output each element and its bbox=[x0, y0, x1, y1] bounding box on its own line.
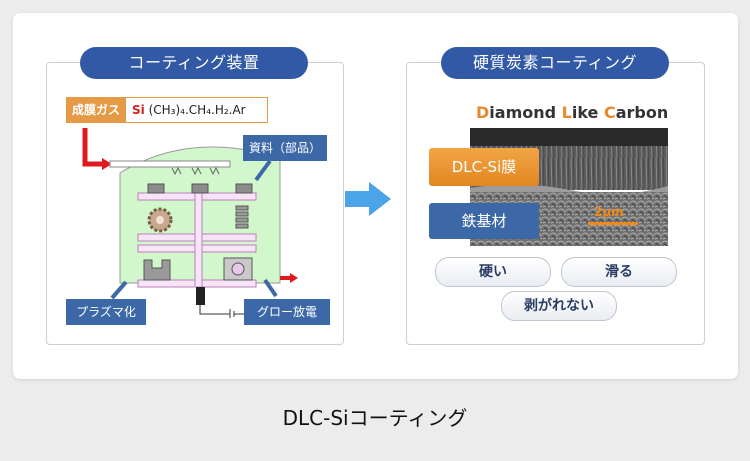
gas-shower-bar bbox=[109, 160, 231, 168]
parts-bottom-shelf bbox=[143, 257, 253, 281]
glow-discharge-callout: グロー放電 bbox=[244, 299, 330, 325]
bolt-part-icon bbox=[235, 205, 249, 229]
exhaust-arrow-icon bbox=[280, 273, 298, 283]
gas-formula-si: Si bbox=[132, 103, 145, 117]
dlc-initial-d: D bbox=[476, 103, 490, 122]
property-slippery: 滑る bbox=[561, 257, 677, 287]
plasma-callout: プラズマ化 bbox=[66, 299, 146, 325]
callout-pointers bbox=[110, 159, 278, 300]
coating-apparatus-title: コーティング装置 bbox=[80, 47, 308, 79]
property-hard: 硬い bbox=[435, 257, 551, 287]
scale-bar-label: 2μm bbox=[594, 205, 624, 219]
deposition-gas-label: 成膜ガス bbox=[66, 97, 126, 123]
gas-formula: Si (CH₃)₄.CH₄.H₂.Ar bbox=[125, 97, 268, 123]
gas-formula-rest: (CH₃)₄.CH₄.H₂.Ar bbox=[148, 103, 246, 117]
dlc-word-arbon: arbon bbox=[615, 103, 669, 122]
dlc-initial-c: C bbox=[603, 103, 616, 122]
dlc-initial-l: L bbox=[561, 103, 572, 122]
coating-chamber-diagram bbox=[82, 128, 298, 318]
gas-inlet-arrow-icon bbox=[82, 128, 112, 170]
gear-part-icon bbox=[147, 207, 173, 233]
flow-arrow-icon bbox=[345, 182, 391, 216]
material-parts-callout: 資料（部品） bbox=[243, 135, 327, 161]
plasma-sparks bbox=[171, 166, 220, 176]
parts-top-shelf bbox=[147, 183, 253, 194]
dlc-word-iamond: iamond bbox=[489, 103, 562, 122]
dlc-word-ike: ike bbox=[571, 103, 604, 122]
property-no-peeling: 剥がれない bbox=[501, 291, 617, 321]
hard-carbon-coating-title: 硬質炭素コーティング bbox=[441, 47, 669, 79]
dlc-si-film-label: DLC-Si膜 bbox=[429, 148, 539, 186]
diamond-like-carbon-title: Diamond Like Carbon bbox=[476, 103, 668, 122]
scale-bar bbox=[588, 222, 638, 225]
figure-caption: DLC-Siコーティング bbox=[282, 406, 468, 430]
iron-substrate-label: 鉄基材 bbox=[429, 203, 539, 239]
feedthrough-post bbox=[196, 287, 205, 305]
